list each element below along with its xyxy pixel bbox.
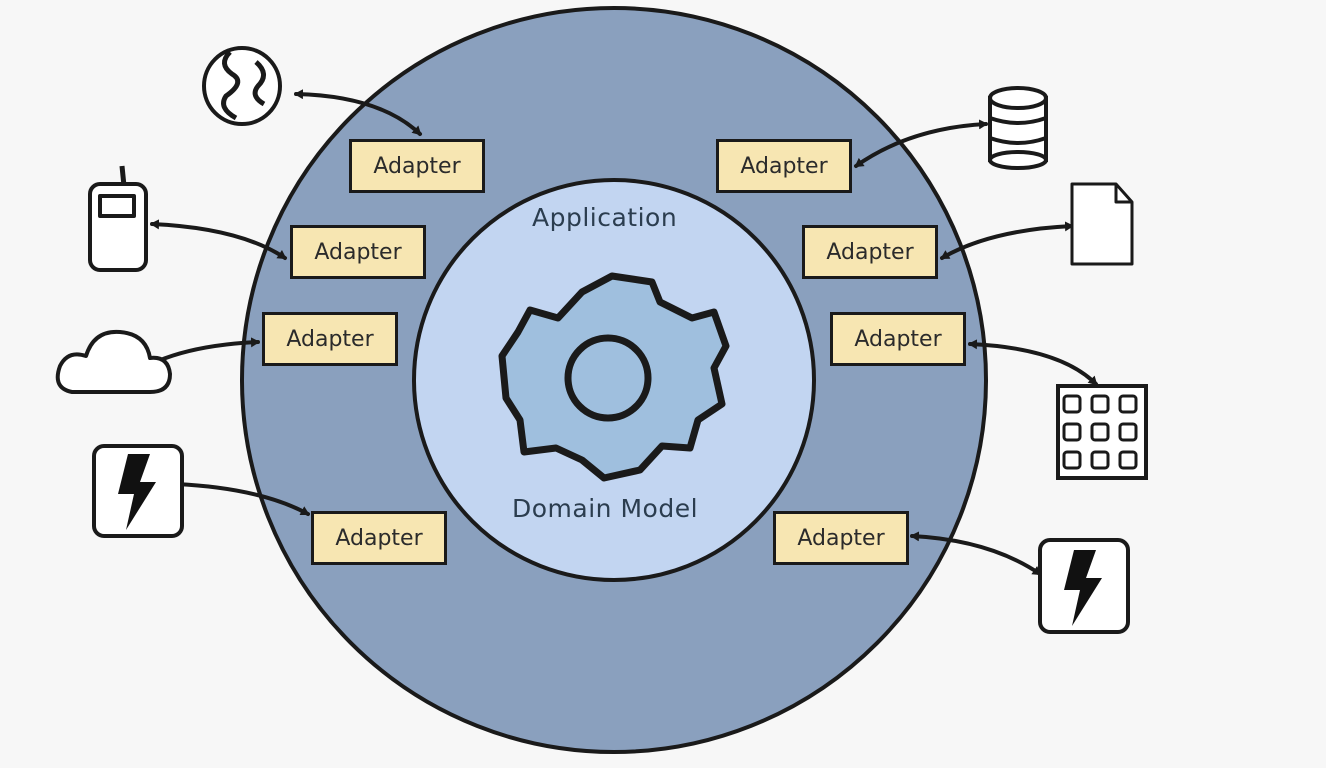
domain-gear-icon — [498, 272, 730, 482]
adapter-right-1: Adapter — [716, 139, 852, 193]
globe-icon — [202, 46, 282, 126]
arrow-grid — [968, 339, 1098, 386]
adapter-left-4: Adapter — [311, 511, 447, 565]
lightning-event-icon-left — [92, 444, 184, 538]
arrow-phone — [150, 219, 287, 260]
adapter-right-4: Adapter — [773, 511, 909, 565]
lightning-event-icon-right — [1038, 538, 1130, 634]
arrow-document — [940, 221, 1074, 260]
database-icon — [988, 86, 1048, 170]
adapter-right-3: Adapter — [830, 312, 966, 366]
grid-calendar-icon — [1056, 384, 1148, 480]
document-icon — [1070, 182, 1134, 266]
adapter-right-2: Adapter — [802, 225, 938, 279]
application-label: Application — [532, 203, 678, 232]
arrow-event-right — [910, 531, 1042, 576]
arrow-database — [854, 119, 988, 168]
domain-model-label: Domain Model — [512, 494, 699, 523]
adapter-left-2: Adapter — [290, 225, 426, 279]
arrow-event-left — [174, 479, 310, 516]
mobile-phone-icon — [88, 165, 148, 272]
arrow-globe — [294, 89, 422, 136]
adapter-left-1: Adapter — [349, 139, 485, 193]
cloud-icon — [55, 329, 172, 394]
adapter-left-3: Adapter — [262, 312, 398, 366]
